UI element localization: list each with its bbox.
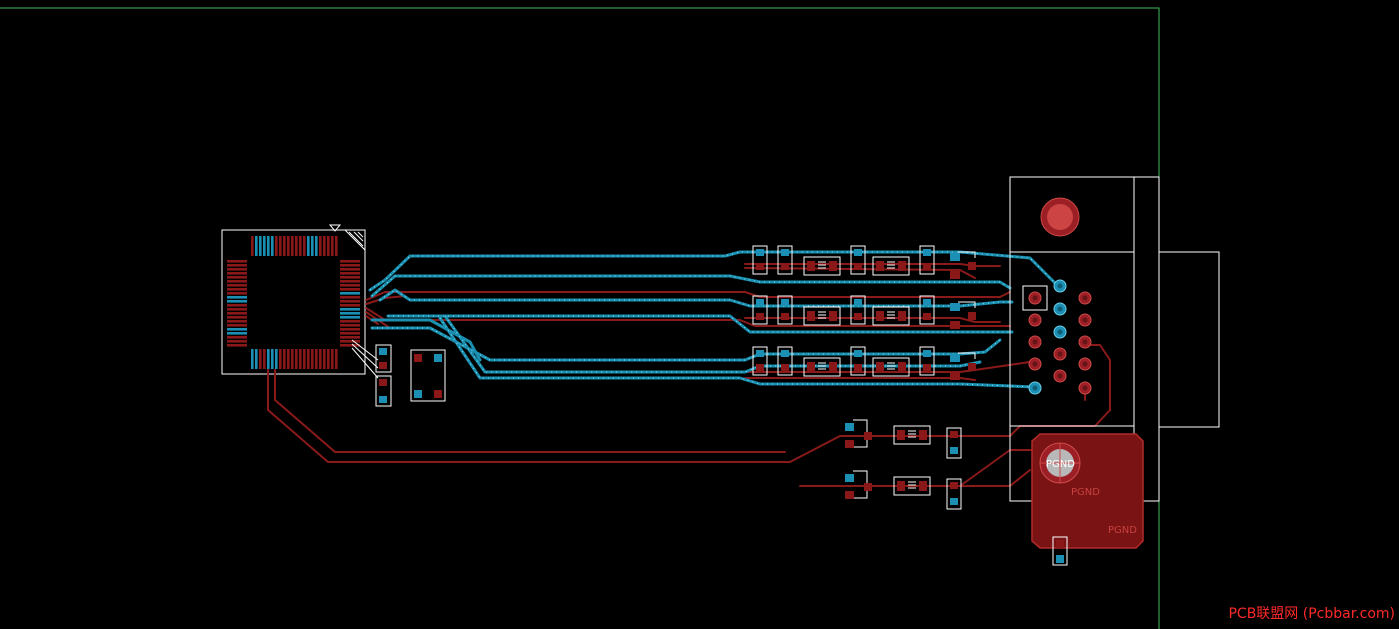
db9-pins[interactable] — [1022, 279, 1092, 395]
bottom-traces — [267, 263, 1111, 487]
pgnd-label-1: PGND — [1071, 487, 1100, 498]
termination-row[interactable] — [845, 419, 962, 459]
board-outline — [0, 7, 1160, 629]
small-components[interactable] — [351, 339, 446, 407]
db9-connector[interactable] — [1009, 176, 1220, 502]
filter-row[interactable] — [752, 245, 976, 279]
filter-row[interactable] — [752, 346, 976, 380]
filter-network[interactable] — [752, 245, 976, 380]
crystal-y1[interactable] — [410, 349, 446, 402]
orientation-triangle — [328, 224, 342, 232]
termination-components[interactable] — [845, 419, 962, 510]
connector-shell — [1158, 251, 1220, 428]
watermark: PCB联盟网 (Pcbbar.com) — [1228, 606, 1395, 622]
pgnd-pour[interactable]: PGND PGND PGND — [1031, 433, 1144, 566]
qfp-outline — [221, 229, 366, 375]
pgnd-label-2: PGND — [1108, 525, 1137, 536]
qfp-chip[interactable] — [221, 224, 366, 375]
termination-row[interactable] — [845, 470, 962, 510]
pgnd-pad-label: PGND — [1046, 459, 1075, 470]
qfp-pins[interactable] — [227, 236, 360, 369]
pin1-marker — [343, 229, 366, 252]
cap-c2[interactable] — [375, 375, 392, 407]
cap-c1[interactable] — [375, 344, 392, 373]
filter-row[interactable] — [752, 295, 976, 329]
